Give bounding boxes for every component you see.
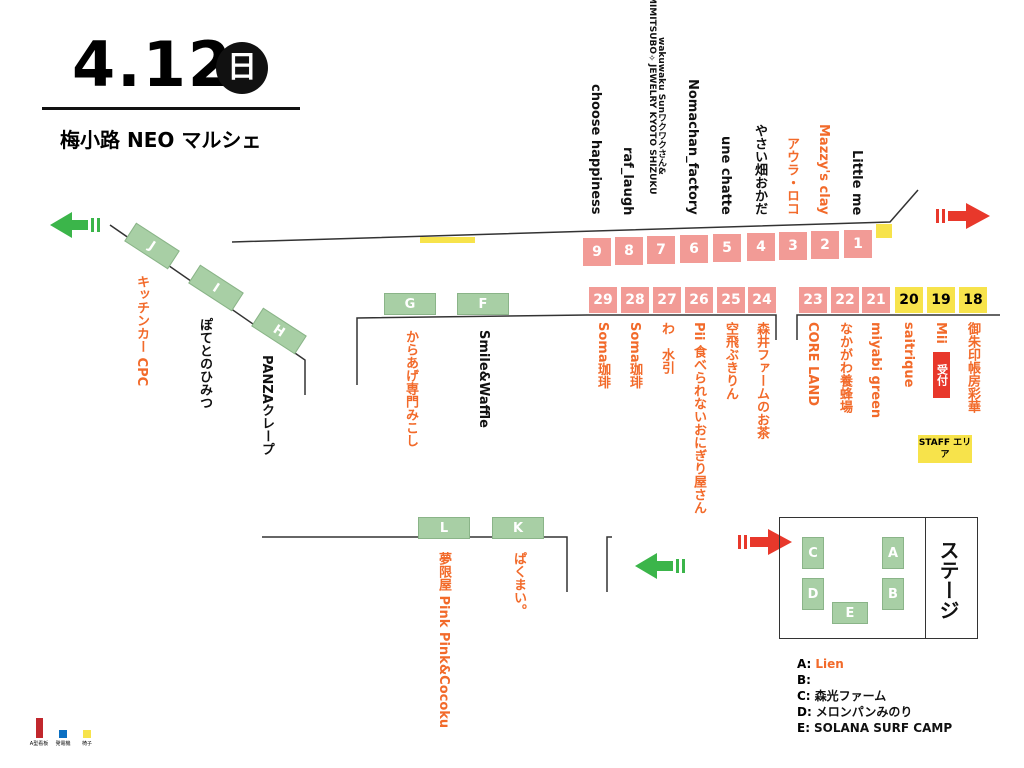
header-divider: [42, 107, 300, 110]
booth-label: わ 水引: [659, 322, 674, 374]
booth-23: 23: [799, 287, 827, 313]
legend-item: 椅子: [76, 718, 98, 747]
booth-label: Little me: [849, 149, 864, 215]
booth-label: choose happiness: [588, 84, 603, 215]
legend-swatch: [59, 730, 67, 738]
booth-3: 3: [779, 232, 807, 260]
stage-booth-D: D: [802, 578, 824, 610]
legend-item: A型看板: [28, 718, 50, 747]
entry-arrow-right-icon: [936, 203, 990, 229]
booth-26: 26: [685, 287, 713, 313]
food-truck-label: ぱくまい。: [511, 552, 526, 617]
booth-label: une chatte: [718, 136, 733, 215]
booth-5: 5: [713, 234, 741, 262]
booth-22: 22: [831, 287, 859, 313]
performer-name: Lien: [815, 657, 844, 671]
stage-booth-A: A: [882, 537, 904, 569]
event-title: 梅小路 NEO マルシェ: [60, 128, 262, 152]
booth-21: 21: [862, 287, 890, 313]
stage-performer: A:Lien: [797, 656, 952, 672]
staff-area: STAFF エリア: [918, 435, 972, 463]
stage-performer: C:森光ファーム: [797, 688, 952, 704]
stage-booth-B: B: [882, 578, 904, 610]
booth-19: 19: [927, 287, 955, 313]
performer-slot: C:: [797, 689, 811, 703]
booth-label: Soma珈琲: [595, 322, 610, 389]
booth-24: 24: [748, 287, 776, 313]
booth-29: 29: [589, 287, 617, 313]
stage-booth-C: C: [802, 537, 824, 569]
booth-25: 25: [717, 287, 745, 313]
performer-slot: A:: [797, 657, 812, 671]
performer-name: 森光ファーム: [814, 689, 887, 703]
performer-name: メロンパンみのり: [815, 705, 913, 719]
stage-booth-E: E: [832, 602, 868, 624]
food-truck-label: 夢限屋 Pink Pink&Cocoku: [436, 552, 451, 729]
legend-swatch: [83, 730, 91, 738]
booth-label: Pii 食べられないおにぎり屋さん: [691, 322, 706, 514]
stage-performer: B:: [797, 672, 952, 688]
stage-area: [779, 517, 978, 639]
booth-label: Mazzy's clay: [816, 124, 831, 215]
legend-swatch: [35, 718, 43, 738]
booth-label: Mii: [933, 322, 948, 344]
food-truck-label: ぽてとのひみつ: [197, 318, 212, 409]
booth-label: 御朱印帳房彩華: [965, 322, 980, 413]
booth-9: 9: [583, 238, 611, 266]
food-truck-F: F: [457, 293, 509, 315]
food-truck-label: Smile&Waffle: [476, 330, 491, 428]
booth-label: CORE LAND: [805, 322, 820, 407]
booth-label: wakuwaku Sunワクワクさん&: [656, 37, 666, 175]
legend-label: 椅子: [81, 741, 92, 747]
booth-label: やさい畑おかだ: [752, 124, 767, 215]
booth-label: miyabi green: [868, 322, 883, 419]
booth-8: 8: [615, 237, 643, 265]
booth-label: なかがわ養蜂場: [837, 322, 852, 413]
booth-18: 18: [959, 287, 987, 313]
legend-item: 発電機: [52, 718, 74, 747]
food-truck-G: G: [384, 293, 436, 315]
booth-20: 20: [895, 287, 923, 313]
food-truck-K: K: [492, 517, 544, 539]
performer-slot: D:: [797, 705, 812, 719]
booth-2: 2: [811, 231, 839, 259]
exit-arrow-left-icon: [50, 212, 100, 238]
booth-label: Soma珈琲: [627, 322, 642, 389]
booth-label: MIMITSUBO✧JEWELRY KYOTO SHIZUKU: [647, 0, 657, 195]
stage-divider: [925, 517, 926, 638]
booth-4: 4: [747, 233, 775, 261]
performer-slot: B:: [797, 673, 811, 687]
food-truck-L: L: [418, 517, 470, 539]
stage-performer: D:メロンパンみのり: [797, 704, 952, 720]
exit-arrow-bottom-icon: [635, 553, 685, 579]
food-truck-label: からあげ専門みこし: [403, 330, 418, 447]
booth-label: 森井ファームのお茶: [754, 322, 769, 439]
booth-label: raf_laugh: [620, 146, 635, 215]
booth-6: 6: [680, 235, 708, 263]
legend-label: A型看板: [29, 741, 49, 747]
performer-name: SOLANA SURF CAMP: [814, 721, 953, 735]
booth-27: 27: [653, 287, 681, 313]
stage-title: ステージ: [936, 540, 960, 620]
entry-arrow-stage-icon: [738, 529, 792, 555]
event-date: 4.12: [72, 28, 233, 101]
booth-label: Nomachan_factory: [685, 79, 700, 215]
booth-28: 28: [621, 287, 649, 313]
booth-label: 空飛ぶきりん: [723, 322, 738, 400]
food-truck-label: キッチンカー CPC: [134, 275, 149, 387]
stage-performer: E: SOLANA SURF CAMP: [797, 720, 952, 736]
booth-1: 1: [844, 230, 872, 258]
booth-7: 7: [647, 236, 675, 264]
booth-label: saitrique: [901, 322, 916, 388]
weekday-badge: 日: [216, 42, 268, 94]
legend-label: 発電機: [55, 741, 71, 747]
reception-badge: 受付: [933, 352, 950, 398]
food-truck-label: PANZAクレープ: [259, 355, 274, 456]
booth-label: アウラ・ロコ: [784, 137, 799, 215]
performer-slot: E:: [797, 721, 810, 735]
